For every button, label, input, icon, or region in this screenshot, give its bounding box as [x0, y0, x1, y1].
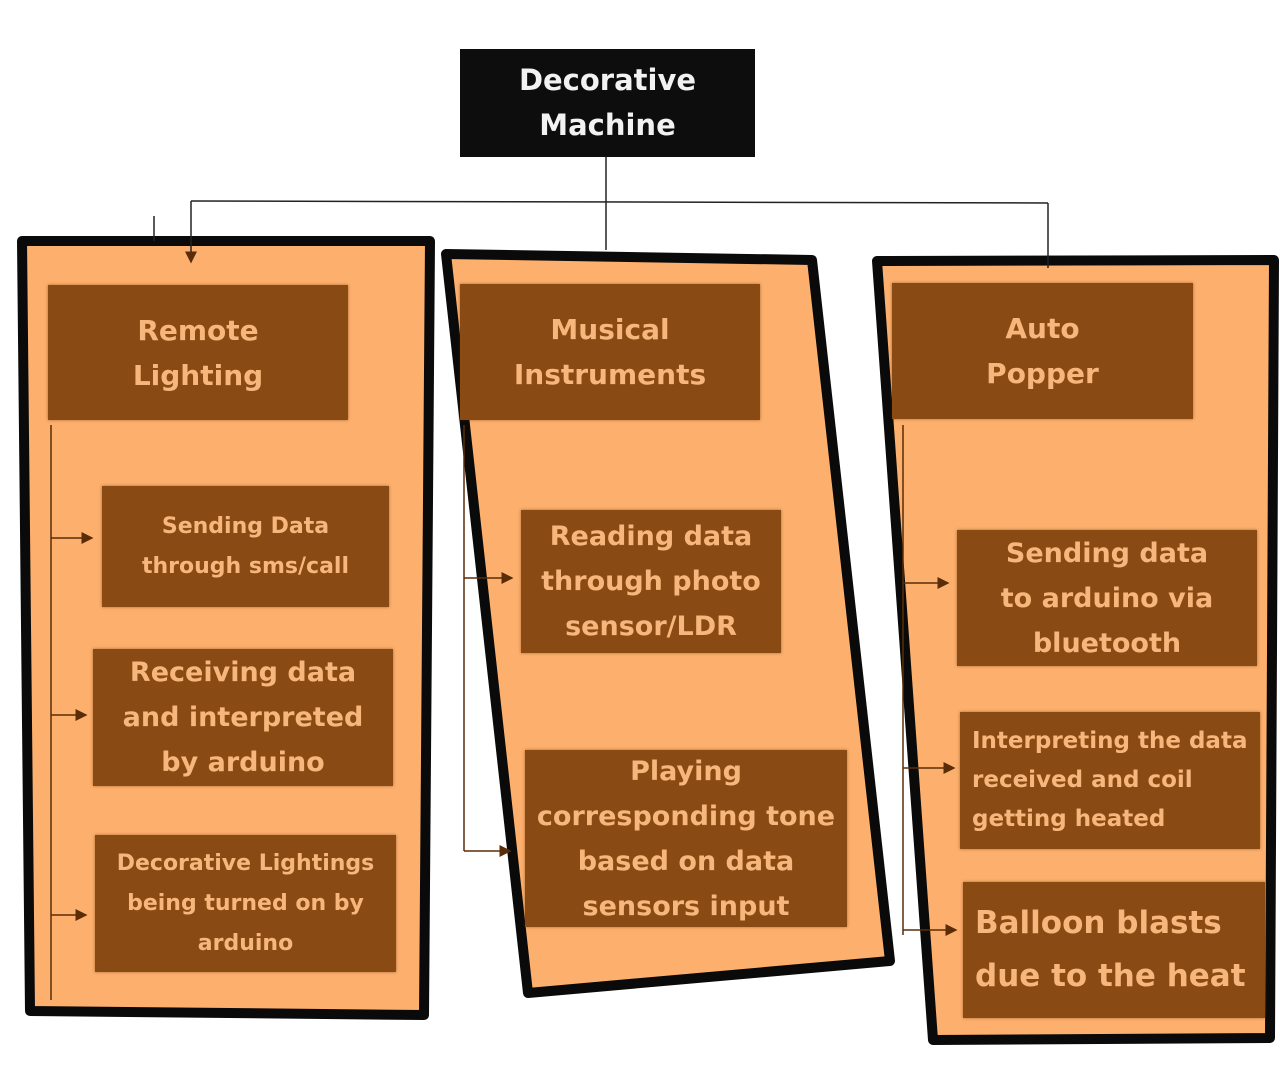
branch-title-auto-popper: Auto Popper — [892, 283, 1193, 419]
remote-lighting-connectors — [50, 425, 94, 1000]
root-connectors — [153, 157, 1049, 268]
step-label: Sending Data through sms/call — [142, 513, 349, 579]
step-label: Receiving data and interpreted by arduin… — [122, 657, 364, 778]
step-playing-tone: Playing corresponding tone based on data… — [525, 750, 847, 927]
step-reading-data-ldr: Reading data through photo sensor/LDR — [521, 510, 781, 653]
step-sending-data-sms: Sending Data through sms/call — [102, 486, 389, 607]
branch-title-label: Remote Lighting — [132, 313, 264, 392]
step-label: Reading data through photo sensor/LDR — [541, 521, 761, 642]
step-label: Decorative Lightings being turned on by … — [116, 850, 375, 956]
step-label: Interpreting the data received and coil … — [972, 728, 1248, 832]
step-label: Sending data to arduino via bluetooth — [1000, 537, 1214, 659]
step-balloon-blasts: Balloon blasts due to the heat — [963, 882, 1265, 1018]
step-sending-data-bluetooth: Sending data to arduino via bluetooth — [957, 530, 1257, 666]
step-decorative-lightings-on: Decorative Lightings being turned on by … — [95, 835, 396, 972]
branch-title-label: Musical Instruments — [513, 313, 707, 391]
branch-title-remote-lighting: Remote Lighting — [48, 285, 348, 420]
auto-popper-connectors — [902, 425, 958, 936]
step-label: Balloon blasts due to the heat — [975, 905, 1246, 994]
root-node-decorative-machine: Decorative Machine — [460, 49, 755, 157]
panel-remote-lighting — [17, 236, 435, 1020]
branch-title-label: Auto Popper — [986, 312, 1099, 390]
step-label: Playing corresponding tone based on data… — [536, 755, 836, 922]
root-node-label: Decorative Machine — [518, 63, 697, 142]
branch-title-musical-instruments: Musical Instruments — [460, 284, 760, 420]
musical-instruments-connectors — [463, 425, 514, 857]
step-interpreting-coil-heated: Interpreting the data received and coil … — [960, 712, 1260, 849]
step-receiving-data: Receiving data and interpreted by arduin… — [93, 649, 393, 786]
